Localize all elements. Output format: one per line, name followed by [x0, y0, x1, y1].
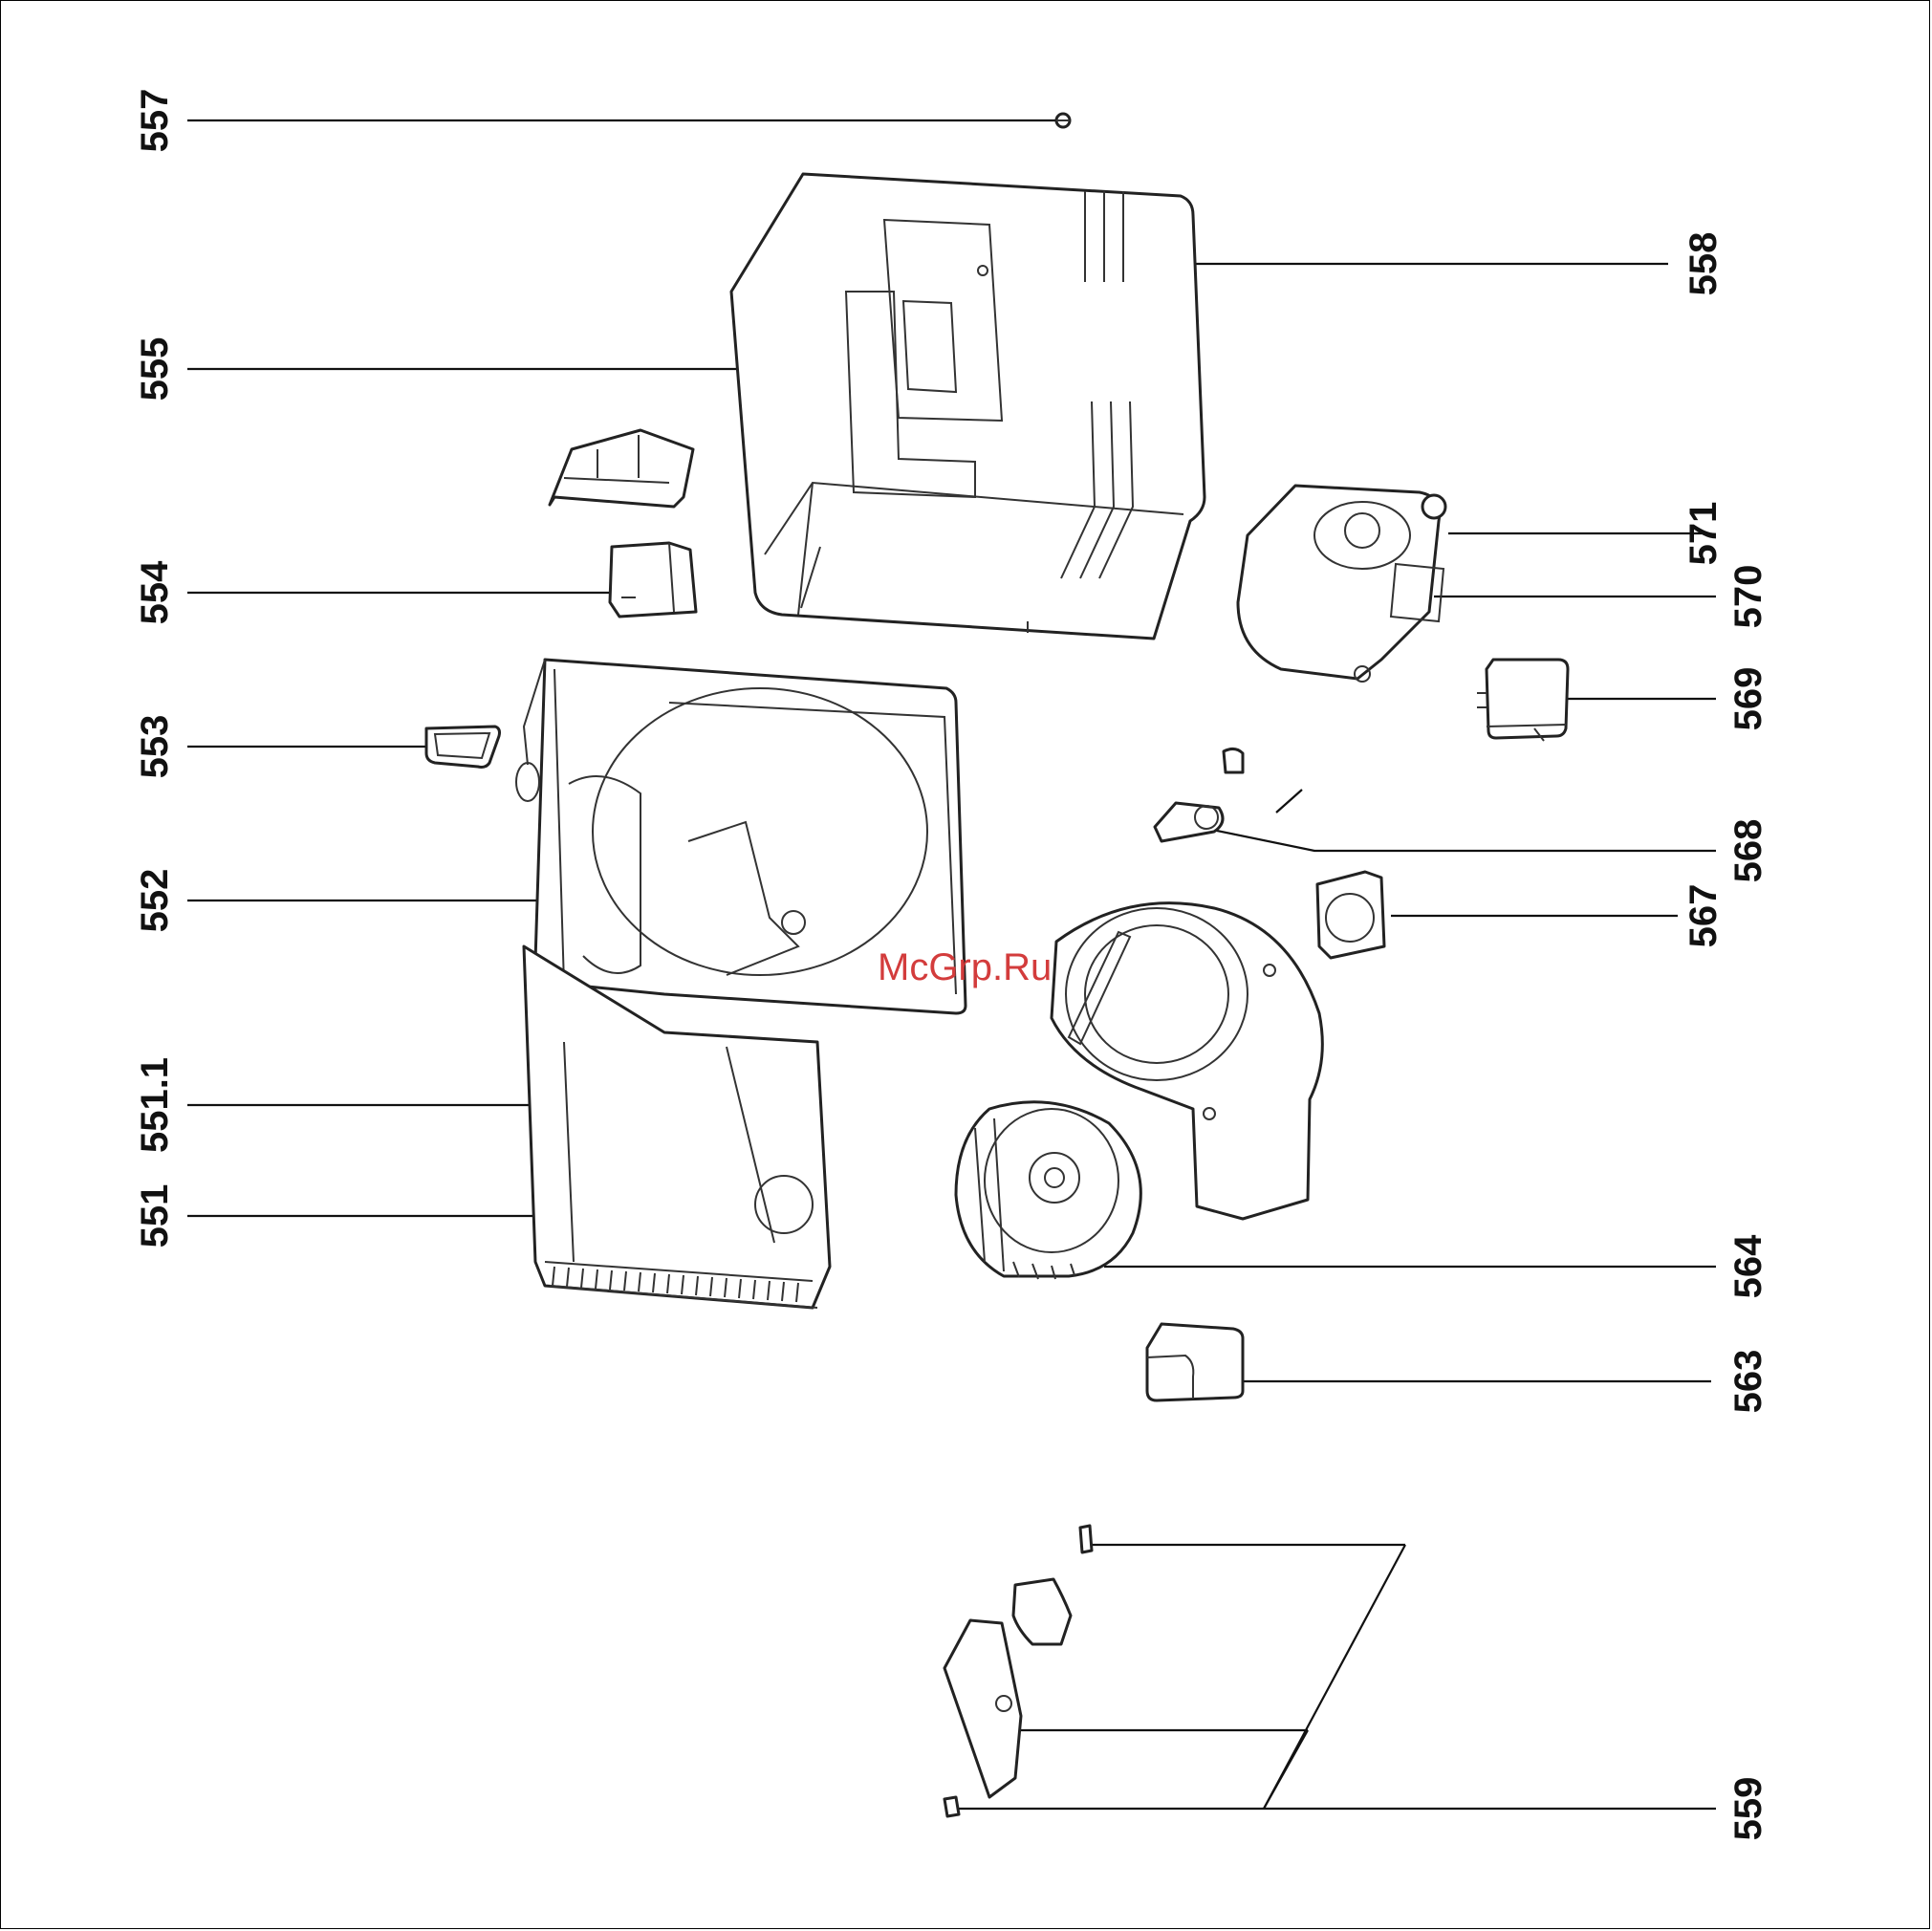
callout-553: 553: [134, 715, 176, 779]
part-571-570-motor: [1238, 486, 1445, 682]
callout-557: 557: [134, 89, 176, 153]
callout-567: 567: [1682, 884, 1725, 948]
part-564-fan-wheel: [956, 1102, 1140, 1279]
callout-569: 569: [1727, 667, 1769, 731]
part-554-block: [610, 543, 696, 617]
part-557-screw: [1056, 114, 1070, 127]
callout-558: 558: [1682, 232, 1725, 296]
part-568-sensor: [1155, 749, 1243, 841]
part-559-kit: [944, 1526, 1092, 1816]
callout-551: 551: [134, 1184, 176, 1248]
callout-555: 555: [134, 337, 176, 401]
callout-554: 554: [134, 560, 176, 624]
callout-552: 552: [134, 869, 176, 933]
watermark: McGrp.Ru: [878, 946, 1052, 988]
part-555-housing-cover: [731, 174, 1205, 639]
callout-571: 571: [1682, 502, 1725, 566]
callout-568: 568: [1727, 819, 1769, 883]
part-569-capacitor: [1477, 660, 1568, 741]
callout-564: 564: [1727, 1234, 1769, 1298]
callout-563: 563: [1727, 1350, 1769, 1414]
leader-568-b: [1276, 790, 1302, 813]
part-bracket: [550, 430, 693, 507]
leader-559: [951, 1545, 1716, 1809]
callout-551-1: 551.1: [134, 1057, 176, 1153]
callout-570: 570: [1727, 565, 1769, 629]
part-567-gasket-plate: [1317, 872, 1384, 958]
part-563-cover: [1147, 1324, 1243, 1400]
leader-568-a: [1212, 830, 1716, 851]
part-553-gasket: [426, 727, 500, 768]
callout-559: 559: [1727, 1777, 1769, 1841]
